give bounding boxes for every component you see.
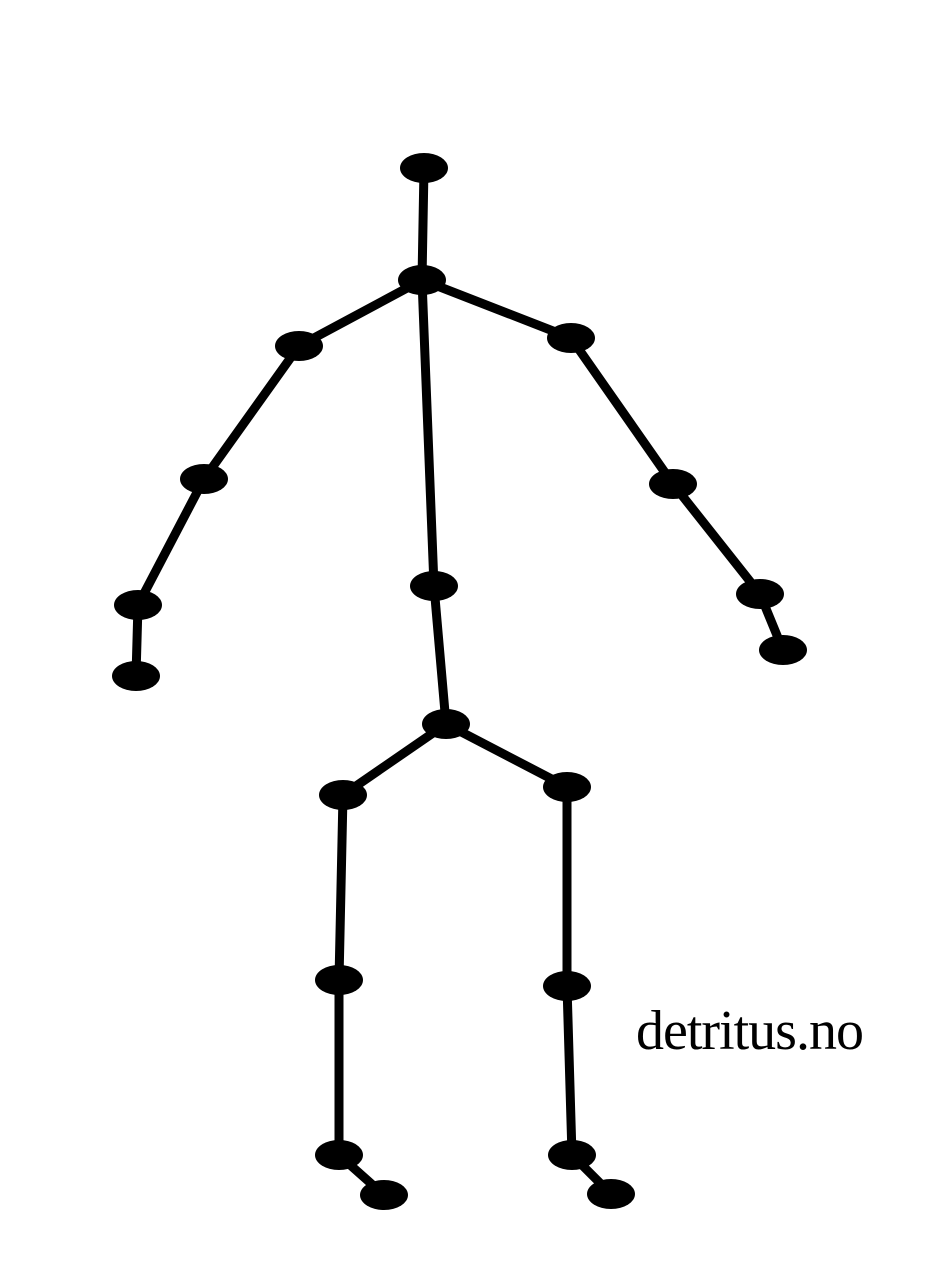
joint-head: [400, 153, 448, 183]
joint-left-wrist: [114, 590, 162, 620]
bone-right-hip: [441, 719, 572, 792]
bone-right-shin: [562, 981, 577, 1160]
joint-left-shoulder: [275, 331, 323, 361]
joint-right-knee: [543, 971, 591, 1001]
joint-right-ankle: [548, 1140, 596, 1170]
bone-left-forearm: [133, 474, 209, 610]
joint-left-hip: [319, 780, 367, 810]
joint-left-elbow: [180, 464, 228, 494]
skeleton-joints: [112, 153, 807, 1210]
joint-right-foot: [587, 1179, 635, 1209]
joint-right-hand: [759, 635, 807, 665]
joint-left-foot: [360, 1180, 408, 1210]
joint-neck: [398, 265, 446, 295]
joint-right-wrist: [736, 579, 784, 609]
bone-left-thigh: [334, 790, 348, 985]
joint-left-hand: [112, 661, 160, 691]
watermark-text: detritus.no: [636, 1000, 864, 1062]
bone-left-hip: [338, 719, 451, 800]
joint-right-shoulder: [547, 323, 595, 353]
bone-lower-spine: [429, 581, 451, 729]
joint-mid-spine: [410, 571, 458, 601]
bone-neck: [417, 163, 429, 285]
bone-right-shoulder: [417, 275, 576, 343]
bone-left-upper-arm: [199, 341, 304, 484]
bone-upper-spine: [417, 275, 439, 591]
joint-right-elbow: [649, 469, 697, 499]
bone-left-shoulder: [294, 275, 427, 351]
joint-pelvis: [422, 709, 470, 739]
bone-right-upper-arm: [566, 333, 678, 489]
joint-left-knee: [315, 965, 363, 995]
skeleton-bones: [131, 163, 788, 1200]
joint-right-hip: [543, 772, 591, 802]
bone-right-forearm: [668, 479, 765, 599]
joint-left-ankle: [315, 1140, 363, 1170]
